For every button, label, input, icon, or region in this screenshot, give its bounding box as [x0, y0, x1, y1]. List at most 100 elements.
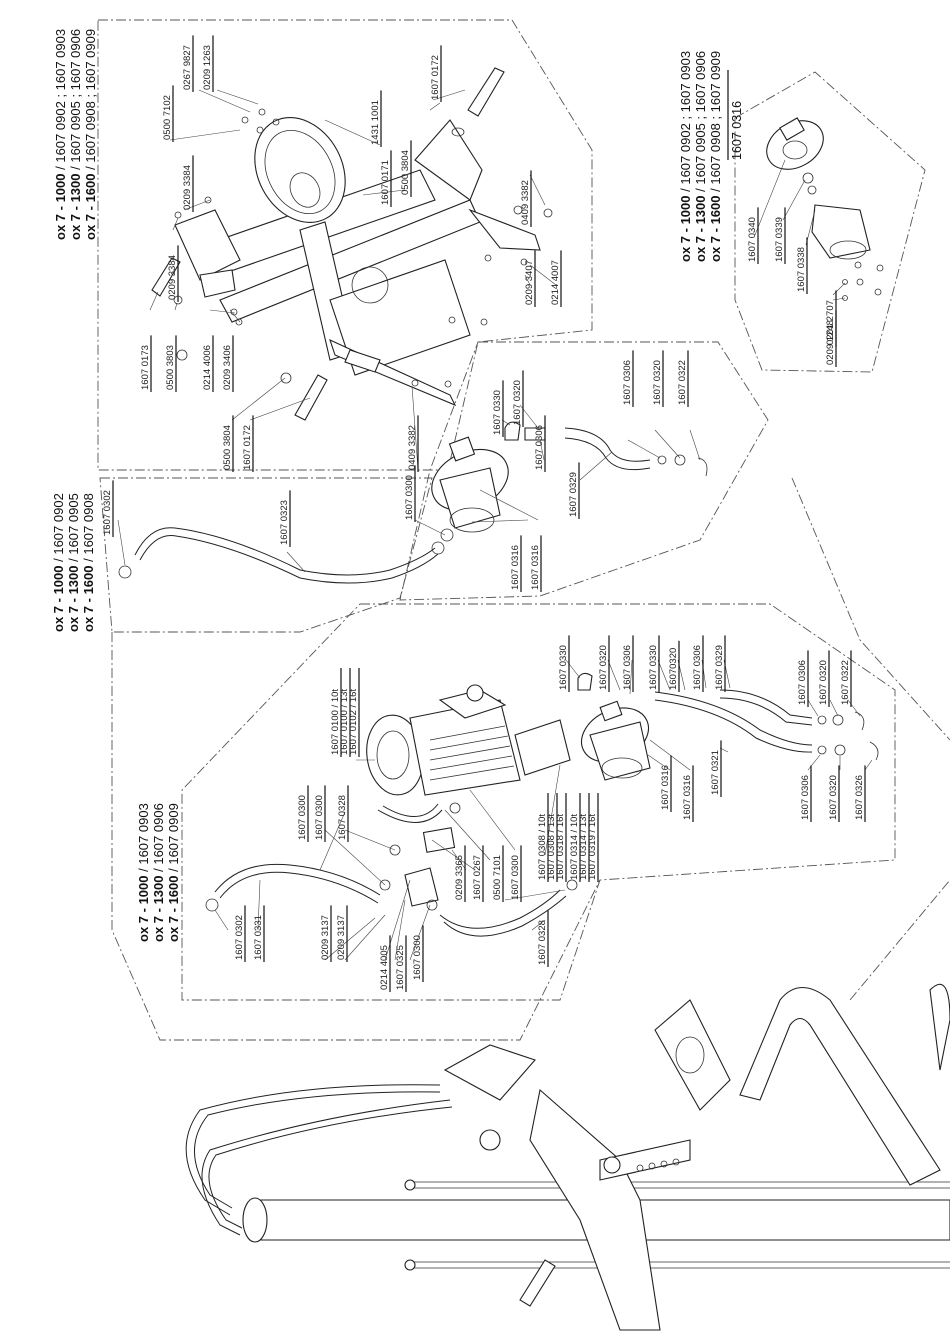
model-block-middle-left: ox 7 - 1000 / 1607 0902 ox 7 - 1300 / 16… — [51, 493, 96, 632]
part-number: 0209 3365 — [454, 855, 465, 900]
part-label-frame: 0209 3384 — [167, 255, 178, 300]
part-label-valve: 1607 0300 — [412, 935, 423, 980]
part-number: 1607 0316 — [530, 545, 541, 590]
part-label-bell: 1607 0319 / 16t — [587, 814, 598, 880]
part-label-pto_pump: 1607 0316 — [510, 545, 521, 590]
frame-middle-hose-group — [99, 477, 433, 633]
part-label-electric: 1607 0329 — [714, 645, 725, 690]
middle-hose-drawing — [118, 527, 445, 584]
part-label-electric: 1607 0306 — [797, 660, 808, 705]
frame-chassis-group — [97, 19, 593, 471]
part-number: 1607 0340 — [747, 217, 758, 262]
part-label-electric: 1607 0320 — [598, 645, 609, 690]
part-number: 0267 9827 — [182, 45, 193, 90]
part-label-pto_pump: 1607 0322 — [677, 360, 688, 405]
part-label-pto_pump: 1607 0316 — [530, 545, 541, 590]
part-label-bell: 1607 0314 / 10t — [569, 814, 580, 880]
part-number: 1607 0100 / 13t — [339, 689, 350, 755]
part-label-frame: 0500 7102 — [162, 95, 173, 140]
part-label-valve: 1607 0325 — [395, 945, 406, 990]
part-number: 1607 0320 — [828, 775, 839, 820]
electric-motor-drawing — [205, 672, 879, 937]
part-number: 1607 0316 — [660, 765, 671, 810]
part-label-pump_detail: 1607 0340 — [747, 217, 758, 262]
part-number: 1607 0338 — [796, 247, 807, 292]
leader-lines — [117, 89, 873, 961]
part-label-motor: 1607 0102 / 16t — [348, 689, 359, 755]
group-frames — [97, 19, 950, 1041]
part-label-valve: 0209 3137 — [320, 915, 331, 960]
log-splitter-machine-drawing — [185, 983, 950, 1331]
frame-pto-group — [399, 341, 769, 601]
part-number: 0500 7102 — [162, 95, 173, 140]
pump-assembly-title: 1607 0316 — [730, 101, 744, 160]
part-label-frame: 1607 0173 — [140, 345, 151, 390]
model-line: ox 7 - 1600 / 1607 0908 ; 1607 0909 — [708, 51, 723, 262]
part-label-frame: 1607 0172 — [430, 55, 441, 100]
part-number: 1607 0172 — [430, 55, 441, 100]
part-number: 1607 0320 — [512, 380, 523, 425]
part-label-frame: 0209 3384 — [182, 165, 193, 210]
part-number: 1607 0306 — [797, 660, 808, 705]
part-number: 1607 0267 — [472, 855, 483, 900]
part-number: 1607 0308 / 13t — [546, 814, 557, 880]
part-number: 0409 3382 — [520, 180, 531, 225]
part-number: 0500 3804 — [400, 150, 411, 195]
model-line: ox 7 - 1000 / 1607 0902 ; 1607 0903 — [53, 29, 68, 240]
part-number: 1607 0330 — [648, 645, 659, 690]
frame-pump-detail-group — [734, 71, 926, 373]
part-number: 0209 3137 — [320, 915, 331, 960]
frame-lower-right — [791, 477, 950, 741]
part-label-electric: 1607 0316 — [660, 765, 671, 810]
part-number: 1607 0306 — [534, 425, 545, 470]
model-line: ox 7 - 1000 / 1607 0902 ; 1607 0903 — [678, 51, 693, 262]
part-number: 1607 0173 — [140, 345, 151, 390]
part-number: 1607 0306 — [622, 360, 633, 405]
model-line: ox 7 - 1600 / 1607 0908 ; 1607 0909 — [83, 29, 98, 240]
part-number: 1607 0172 — [242, 425, 253, 470]
part-label-pump_detail: 1607 0338 — [796, 247, 807, 292]
part-label-valve: 1607 0328 — [337, 795, 348, 840]
part-number: 1607 0322 — [840, 660, 851, 705]
part-label-electric: 1607 0316 — [682, 775, 693, 820]
part-number: 1607 0316 — [510, 545, 521, 590]
part-label-electric: 1607 0330 — [558, 645, 569, 690]
part-number: 0214 4007 — [550, 260, 561, 305]
part-number: 0209 3384 — [167, 255, 178, 300]
part-number: 1607 0321 — [710, 750, 721, 795]
part-label-pump_detail: 0201 2707 — [825, 300, 836, 345]
model-line: ox 7 - 1600 / 1607 0909 — [166, 803, 181, 942]
part-number: 1607 0171 — [380, 160, 391, 205]
part-number: 1607 0308 / 10t — [537, 814, 548, 880]
part-number: 0214 4005 — [379, 945, 390, 990]
part-number: 1607 0302 — [234, 915, 245, 960]
part-label-frame: 0409 3382 — [407, 425, 418, 470]
part-label-electric: 1607 0306 — [622, 645, 633, 690]
part-number: 1607 0322 — [677, 360, 688, 405]
part-label-electric: 1607 0322 — [840, 660, 851, 705]
part-number: 0209 1248 — [825, 320, 836, 365]
part-number: 1607 0319 / 16t — [587, 814, 598, 880]
part-number: 1607 0330 — [558, 645, 569, 690]
part-label-pto_pump: 1607 0329 — [568, 472, 579, 517]
part-label-pto_pump: 1607 0300 — [404, 475, 415, 520]
part-number: 1607 0339 — [774, 217, 785, 262]
part-number: 1607 0328 — [337, 795, 348, 840]
part-label-motor: 1607 0100 / 10t — [330, 689, 341, 755]
part-label-pump_detail: 0209 1248 — [825, 320, 836, 365]
part-label-frame: 0409 3382 — [520, 180, 531, 225]
part-number: 1607 0326 — [854, 775, 865, 820]
part-number: 1607 0331 — [253, 915, 264, 960]
part-label-coupling: 1607 0308 / 13t — [546, 814, 557, 880]
part-number: 0209 3406 — [222, 345, 233, 390]
part-label-pump_detail: 1607 0339 — [774, 217, 785, 262]
part-label-valve: 0209 3137 — [336, 915, 347, 960]
model-line: ox 7 - 1000 / 1607 0902 — [51, 493, 66, 632]
part-number: 0214 4006 — [202, 345, 213, 390]
part-label-valve: 0500 7101 — [492, 855, 503, 900]
part-number: 0500 3804 — [222, 425, 233, 470]
part-label-electric: 1607 0330 — [648, 645, 659, 690]
part-number: 1607 0316 — [682, 775, 693, 820]
part-label-valve: 0209 3365 — [454, 855, 465, 900]
